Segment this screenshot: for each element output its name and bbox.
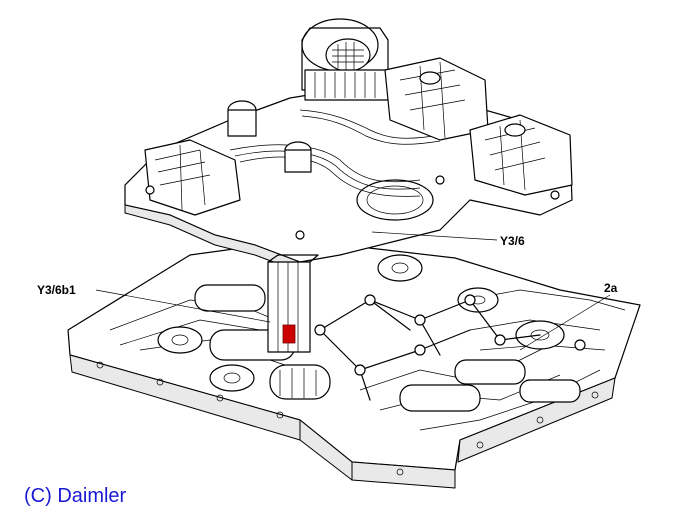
speed-sensor [267,254,319,353]
label-2a: 2a [604,281,618,295]
label-y36: Y3/6 [500,234,525,248]
callout-leaders [95,231,611,351]
lower-valve-body [67,239,641,489]
leader-y36 [371,231,498,241]
label-y36b1: Y3/6b1 [37,283,76,297]
copyright-notice: (C) Daimler [24,485,127,507]
leader-2a [519,294,611,351]
upper-control-unit [124,18,573,273]
leader-y36b1 [95,289,271,323]
